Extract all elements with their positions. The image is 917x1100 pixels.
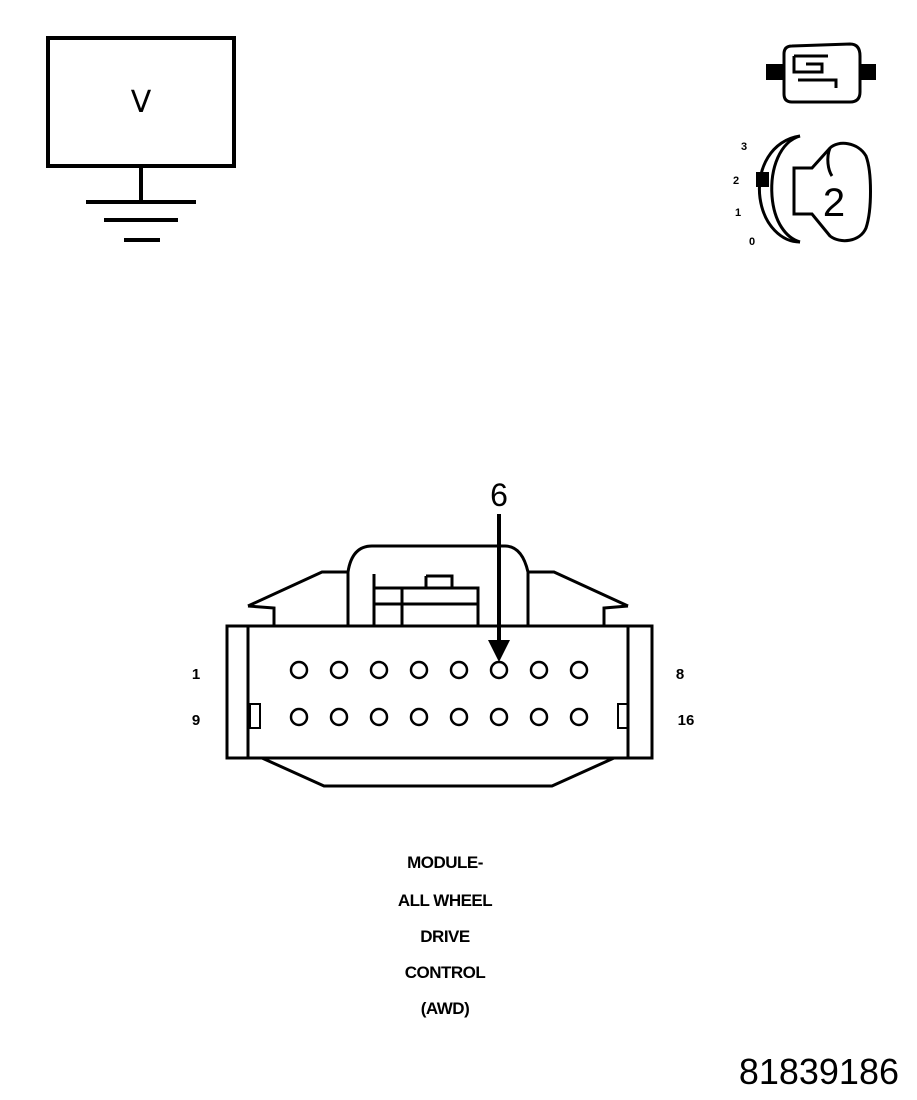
ignition-position-label: 0 [749,236,755,248]
reference-number: 81839186 [739,1051,899,1092]
voltmeter-symbol-label: V [131,85,152,120]
pin-label-last-bottom: 16 [678,712,695,729]
pin-cavity [369,707,389,727]
ignition-position-label: 2 [733,175,739,187]
ignition-position-label: 3 [741,141,747,153]
ignition-key-label: 2 [823,181,845,225]
ignition-key-icon: 3 2 1 0 2 [733,134,872,248]
title-line: MODULE- [407,853,483,872]
title-line: (AWD) [421,999,469,1018]
pin-cavity [529,660,549,680]
ignition-position-label: 1 [735,207,741,219]
pin-callout-arrow-head [488,640,510,662]
pin-cavity [409,707,429,727]
pin-cavity [329,707,349,727]
pin-label-last-top: 8 [676,666,684,683]
pin-cavity [369,660,389,680]
pin-cavity [569,707,589,727]
disconnect-connector-icon [766,42,876,104]
connector-face [225,544,654,788]
pin-cavity [569,660,589,680]
pin-cavity [289,707,309,727]
pin-cavity [489,660,509,680]
pin-cavity [289,660,309,680]
pin-cavity [449,660,469,680]
pin-cavity [449,707,469,727]
title-line: CONTROL [405,963,486,982]
voltmeter-with-ground-icon: V [46,36,236,242]
pin-callout-label: 6 [490,477,508,513]
ignition-selected-marker [756,172,769,187]
title-line: ALL WHEEL [398,891,492,910]
pin-row-bottom [289,707,589,727]
pin-cavity [409,660,429,680]
pin-label-first-bottom: 9 [192,712,200,729]
title-line: DRIVE [420,927,470,946]
pin-cavity [329,660,349,680]
pin-label-first-top: 1 [192,666,200,683]
pin-cavity [489,707,509,727]
connector-body [246,624,630,760]
pin-row-top [289,660,589,680]
connector-title: MODULE- ALL WHEEL DRIVE CONTROL (AWD) [398,853,493,1018]
pin-cavity [529,707,549,727]
